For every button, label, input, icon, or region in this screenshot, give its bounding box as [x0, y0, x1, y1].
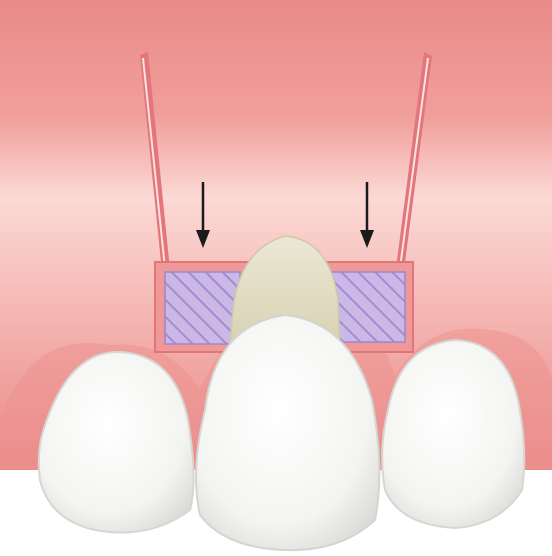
- right-tooth: [382, 340, 524, 528]
- left-graft-area: [165, 272, 240, 344]
